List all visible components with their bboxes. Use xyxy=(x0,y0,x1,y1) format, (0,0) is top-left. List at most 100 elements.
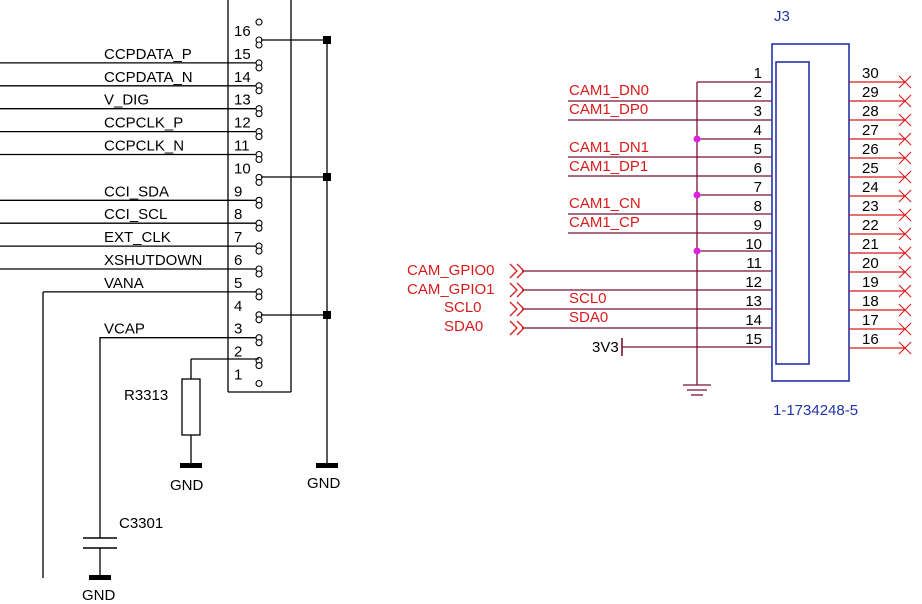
j3-pin-number-right: 29 xyxy=(862,84,879,101)
gnd-symbol xyxy=(89,575,111,580)
junction-dot xyxy=(693,135,701,143)
net-wires xyxy=(522,100,772,329)
pin-terminal-upper xyxy=(255,339,263,347)
pin-signal-label: CCPDATA_N xyxy=(104,69,193,86)
gnd-label: GND xyxy=(82,587,116,604)
j3-pin-number-right: 20 xyxy=(862,255,879,272)
no-connect-mark xyxy=(898,284,912,298)
no-connect-mark xyxy=(898,75,912,89)
pin-terminal-upper xyxy=(255,270,263,278)
net-label: SDA0 xyxy=(569,309,608,326)
left-connector-pins: 1615CCPDATA_P14CCPDATA_N13V_DIG12CCPCLK_… xyxy=(0,18,263,388)
j3-pin-number-right: 16 xyxy=(862,331,879,348)
j3-pins: 1234567891011121314153029282726252423222… xyxy=(745,65,912,355)
gnd-symbol xyxy=(316,463,338,468)
pin-number: 8 xyxy=(234,206,242,223)
capacitor-ref: C3301 xyxy=(119,515,163,532)
offpage-label: SDA0 xyxy=(444,318,483,335)
j3-pin-number-right: 21 xyxy=(862,236,879,253)
pin-number: 9 xyxy=(234,183,242,200)
j3-pin-number-left: 1 xyxy=(754,65,762,82)
pin-number: 13 xyxy=(234,92,251,109)
no-connect-mark xyxy=(898,113,912,127)
j3-pin-number-left: 2 xyxy=(754,84,762,101)
pin-signal-label: VCAP xyxy=(104,321,145,338)
j3-pin-number-left: 9 xyxy=(754,217,762,234)
pin-signal-label: EXT_CLK xyxy=(104,229,171,246)
pin-number: 1 xyxy=(234,367,242,384)
pin-terminal-upper xyxy=(255,224,263,232)
no-connect-mark xyxy=(898,303,912,317)
gnd-symbol xyxy=(683,384,711,396)
pin-number: 10 xyxy=(234,160,251,177)
j3-pin-number-left: 5 xyxy=(754,141,762,158)
pin-signal-label: CCI_SDA xyxy=(104,183,169,200)
pin-number: 15 xyxy=(234,46,251,63)
offpage-chevrons xyxy=(509,263,525,336)
pin-terminal-upper xyxy=(255,110,263,118)
no-connect-mark xyxy=(898,189,912,203)
no-connect-mark xyxy=(898,208,912,222)
j3-inner-body xyxy=(775,61,810,365)
j3-part-number: 1-1734248-5 xyxy=(773,402,858,419)
power-label: 3V3 xyxy=(592,339,619,356)
j3-pin-number-left: 15 xyxy=(745,331,762,348)
j3-pin-number-right: 27 xyxy=(862,122,879,139)
j3-pin-number-right: 23 xyxy=(862,198,879,215)
pin-terminal-upper xyxy=(255,41,263,49)
pin-signal-label: CCI_SCL xyxy=(104,206,167,223)
j3-pin-number-left: 13 xyxy=(745,293,762,310)
j3-pin-number-left: 12 xyxy=(745,274,762,291)
pin-number: 11 xyxy=(234,138,250,155)
j3-pin-number-left: 11 xyxy=(746,255,762,272)
offpage-label: SCL0 xyxy=(444,299,482,316)
no-connect-mark xyxy=(898,94,912,108)
no-connect-mark xyxy=(898,227,912,241)
pin-number: 4 xyxy=(234,298,242,315)
j3-pin-number-right: 26 xyxy=(862,141,879,158)
no-connect-mark xyxy=(898,322,912,336)
resistor-ref: R3313 xyxy=(124,387,168,404)
pin-terminal-upper xyxy=(255,362,263,370)
pin-signal-label: CCPCLK_P xyxy=(104,115,183,132)
pin-number: 12 xyxy=(234,115,251,132)
j3-ref: J3 xyxy=(774,8,790,25)
no-connect-mark xyxy=(898,170,912,184)
pin-signal-label: XSHUTDOWN xyxy=(104,252,202,269)
net-label: CAM1_DP1 xyxy=(569,158,648,175)
offpage-label: CAM_GPIO1 xyxy=(407,281,495,298)
no-connect-mark xyxy=(898,246,912,260)
pin-number: 14 xyxy=(234,69,251,86)
j3-pin-number-right: 24 xyxy=(862,179,879,196)
no-connect-mark xyxy=(898,132,912,146)
j3-pin-number-left: 3 xyxy=(754,103,762,120)
pin-number: 6 xyxy=(234,252,242,269)
pin-terminal-upper xyxy=(255,155,263,164)
pin-terminal-upper xyxy=(255,133,263,141)
pin-number: 16 xyxy=(234,23,251,40)
j3-pin-number-left: 8 xyxy=(754,198,762,215)
pin-signal-label: CCPDATA_P xyxy=(104,46,192,63)
junction-dot xyxy=(693,191,701,199)
net-label: SCL0 xyxy=(569,290,607,307)
net-label: CAM1_CP xyxy=(569,214,640,231)
no-connect-mark xyxy=(898,151,912,165)
offpage-chevron xyxy=(509,320,525,336)
j3-outer-body xyxy=(771,43,850,382)
j3-pin-number-left: 7 xyxy=(754,179,762,196)
resistor-body xyxy=(181,378,201,436)
pin-terminal-upper xyxy=(255,87,263,95)
offpage-chevron xyxy=(509,301,525,317)
junction-dot xyxy=(693,247,701,255)
pin-terminal-upper xyxy=(255,18,263,26)
pin-number: 3 xyxy=(234,321,242,338)
pin-terminal-upper xyxy=(255,247,263,255)
offpage-chevron xyxy=(509,282,525,298)
junction-dot xyxy=(323,173,331,181)
j3-pin-number-right: 17 xyxy=(862,312,879,329)
offpage-label: CAM_GPIO0 xyxy=(407,262,495,279)
junction-dot xyxy=(323,36,331,44)
junction-dot xyxy=(323,311,331,319)
